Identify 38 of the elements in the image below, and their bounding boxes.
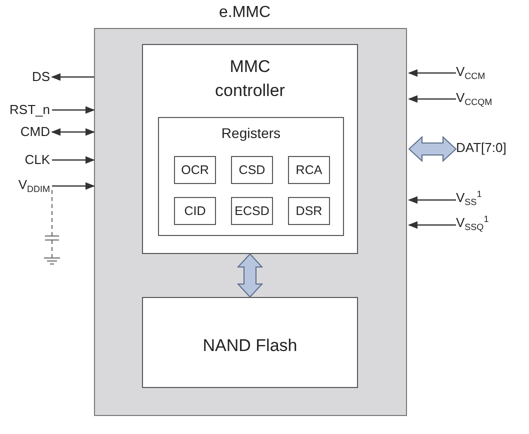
register-name: ECSD <box>234 204 270 218</box>
block-box <box>142 297 358 388</box>
register-name: DSR <box>294 204 324 218</box>
chip-title: e.MMC <box>219 4 271 22</box>
signal-arrow <box>408 221 456 229</box>
signal-arrow <box>408 196 456 204</box>
signal-arrow <box>52 182 95 190</box>
signal-arrow <box>51 73 94 81</box>
signal-arrow <box>52 106 95 114</box>
pin-label: RST_n <box>10 102 50 117</box>
pin-label: DAT[7:0] <box>456 140 506 155</box>
pin-label: CLK <box>24 152 50 167</box>
signal-arrow <box>408 95 456 103</box>
bus-arrow <box>236 253 264 298</box>
register-box <box>174 156 216 184</box>
block-box <box>142 44 358 254</box>
register-name: OCR <box>180 163 210 177</box>
group-box <box>158 117 344 236</box>
register-box <box>231 197 273 225</box>
signal-arrow <box>52 156 95 164</box>
pin-label: V$_{CCM}$ <box>456 64 486 81</box>
block-title: NAND Flash <box>202 335 298 357</box>
register-name: RCA <box>294 163 324 177</box>
register-name: CID <box>183 204 207 218</box>
signal-arrow <box>408 69 456 77</box>
register-box <box>288 197 330 225</box>
register-name: CSD <box>238 163 266 177</box>
register-box <box>231 156 273 184</box>
pin-label: V$_{CCQM}$ <box>456 90 492 107</box>
pin-label: CMD <box>20 124 50 139</box>
signal-arrow <box>51 128 95 136</box>
pin-label: DS <box>32 69 50 84</box>
bus-arrow <box>408 136 457 162</box>
register-box <box>288 156 330 184</box>
block-title: MMC controller <box>214 56 286 102</box>
pin-label: V$_{DDIM}$ <box>18 177 50 194</box>
register-box <box>174 197 216 225</box>
group-title: Registers <box>220 125 282 141</box>
